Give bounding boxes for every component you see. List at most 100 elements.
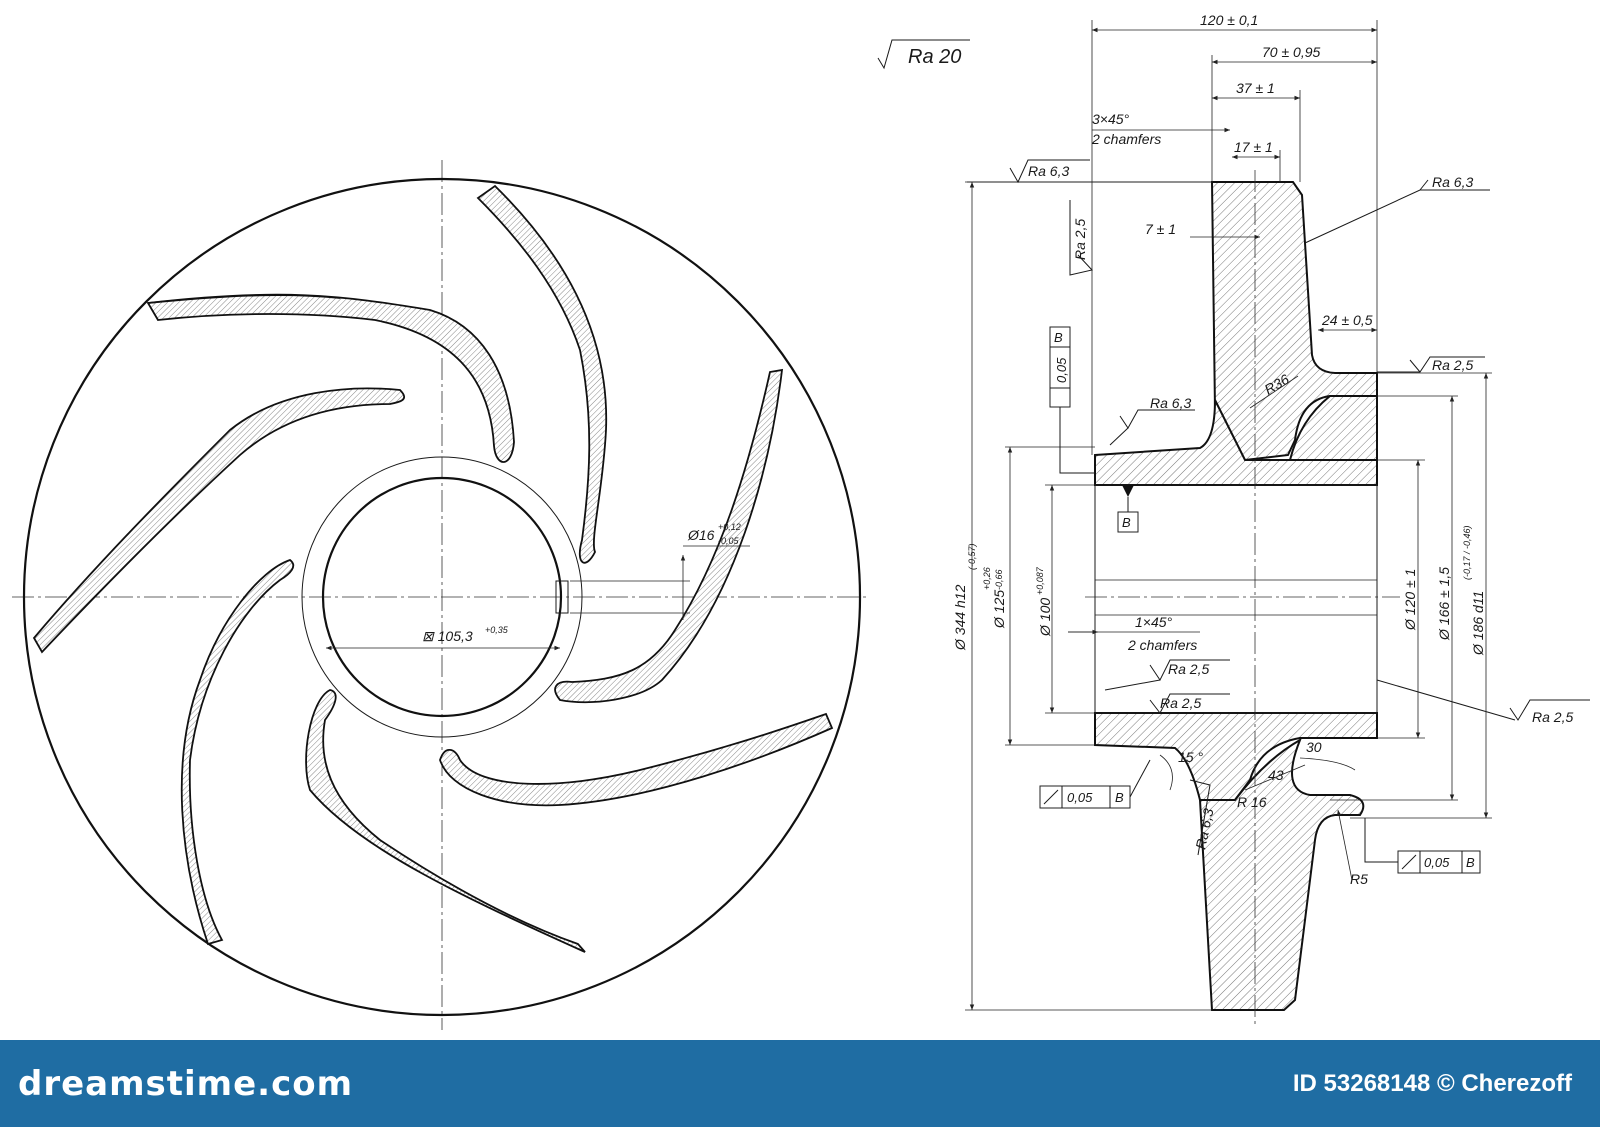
bore-circle — [321, 476, 563, 718]
blade — [147, 294, 341, 304]
roughness-symbol — [1069, 200, 1093, 276]
dim-186-tol: (-0,17 / -0,46) — [1462, 525, 1472, 580]
roughness-symbol — [1509, 699, 1590, 721]
dim-186-text: Ø 186 d11 — [1470, 591, 1486, 656]
bore — [1094, 484, 1378, 714]
angle-30: 30 — [1306, 739, 1322, 755]
dim-70-text: 70 ± 0,95 — [1262, 44, 1320, 60]
dim-166-text: Ø 166 ± 1,5 — [1436, 567, 1452, 641]
runout-symbol — [1043, 789, 1059, 805]
dim-344-text: Ø 344 h12 — [952, 584, 968, 651]
datum-b: B — [1117, 485, 1139, 533]
dim-344-tol: (-0,57) — [967, 543, 977, 570]
keyway-tol-upper: +0,12 — [718, 522, 741, 532]
tolerance-frame: B 0,05 — [1049, 326, 1095, 474]
footer-bar: dreamstime.com ID 53268148 © Cherezoff — [0, 1040, 1600, 1127]
ra25-right: Ra 2,5 — [1432, 357, 1473, 373]
section-lower-plate — [1198, 737, 1365, 1011]
blade — [439, 712, 834, 807]
roughness-symbol — [1189, 779, 1211, 856]
datum-triangle — [1122, 485, 1134, 497]
ra25-vertical: Ra 2,5 — [1072, 219, 1088, 260]
angle-30-arc — [1299, 757, 1356, 771]
chamfer-bot-1: 1×45° — [1135, 614, 1173, 630]
tol-frame-value: 0,05 — [1424, 855, 1450, 870]
roughness-symbol — [1009, 159, 1090, 184]
roughness-symbol — [1409, 356, 1485, 373]
dim-125-tol-u: +0,26 — [982, 567, 992, 590]
blade — [146, 293, 515, 463]
roughness-symbol — [1419, 179, 1429, 191]
blade — [554, 368, 784, 704]
tol-frame-value: 0,05 — [1067, 790, 1093, 805]
dim-125-text: Ø 125 — [991, 590, 1007, 629]
tol-frame-datum: B — [1466, 855, 1475, 870]
dim-7-text: 7 ± 1 — [1145, 221, 1176, 237]
engineering-drawing: Ø16 +0,12 -0,05 ⊠ 105,3 +0,35 Ra 20 120 … — [12, 12, 1590, 1030]
ra63-right: Ra 6,3 — [1432, 174, 1473, 190]
tol-frame-datum: B — [1115, 790, 1124, 805]
chamfer-top-1: 3×45° — [1092, 111, 1130, 127]
section-hub-top — [1094, 399, 1378, 486]
global-roughness: Ra 20 — [908, 46, 961, 68]
ra63-top: Ra 6,3 — [1028, 163, 1069, 179]
roughness-symbol — [877, 39, 970, 70]
roughness-leader — [1104, 679, 1161, 691]
tol-frame-leader — [1129, 759, 1151, 798]
ra25-bore2: Ra 2,5 — [1160, 695, 1201, 711]
tol-frame-leader — [1059, 407, 1095, 474]
angle-15: 15 ° — [1178, 749, 1203, 765]
keyway-tol-lower: -0,05 — [718, 536, 740, 546]
bore-tol: +0,35 — [485, 625, 509, 635]
dim-120-text: 120 ± 0,1 — [1200, 12, 1258, 28]
dim-24-text: 24 ± 0,5 — [1321, 312, 1373, 328]
tol-frame-value: 0,05 — [1054, 357, 1069, 383]
keyway-dim: Ø16 — [687, 527, 715, 543]
dim-37-text: 37 ± 1 — [1236, 80, 1275, 96]
impeller-blades — [32, 184, 834, 953]
bore-dim: ⊠ 105,3 — [422, 628, 473, 644]
dim-100-text: Ø 100 — [1037, 598, 1053, 637]
tolerance-frame: 0,05 B — [1364, 818, 1481, 874]
r16-text: R 16 — [1237, 794, 1267, 810]
roughness-symbol — [1149, 659, 1230, 681]
roughness-leader — [1376, 679, 1516, 721]
tol-frame-leader — [1364, 818, 1398, 863]
chamfer-bot-2: 2 chamfers — [1127, 637, 1197, 653]
blade — [32, 387, 405, 654]
roughness-symbol — [1119, 409, 1195, 429]
datum-label: B — [1122, 515, 1131, 530]
footer-credit: ID 53268148 © Cherezoff — [1292, 1070, 1572, 1097]
tolerance-frame: 0,05 B — [1039, 759, 1151, 809]
runout-symbol — [1401, 854, 1417, 870]
footer-brand[interactable]: dreamstime.com — [18, 1064, 354, 1104]
blade — [180, 558, 295, 946]
blade — [476, 184, 608, 564]
outer-rim — [22, 177, 862, 1017]
roughness-leader — [1109, 427, 1129, 446]
angle-15-arc — [1159, 754, 1173, 791]
dim-43 — [1244, 764, 1306, 791]
front-view: Ø16 +0,12 -0,05 ⊠ 105,3 +0,35 — [12, 160, 868, 1030]
dim-100-tol: +0,087 — [1035, 566, 1045, 595]
ra25-far: Ra 2,5 — [1532, 709, 1573, 725]
r5-text: R5 — [1350, 871, 1368, 887]
ra25-bore1: Ra 2,5 — [1168, 661, 1209, 677]
dim-120-dia-text: Ø 120 ± 1 — [1402, 569, 1418, 631]
blade — [305, 689, 586, 953]
dim-43-text: 43 — [1268, 767, 1284, 783]
section-hub-side — [1288, 395, 1378, 461]
hub-outer-circle — [301, 456, 583, 738]
chamfer-top-2: 2 chamfers — [1091, 131, 1161, 147]
dim-17-text: 17 ± 1 — [1234, 139, 1273, 155]
section-view: Ra 20 120 ± 0,1 70 ± 0,95 37 ± 1 17 ± 1 … — [877, 12, 1590, 1025]
roughness-symbol — [1149, 693, 1230, 714]
ra63-hub: Ra 6,3 — [1150, 395, 1191, 411]
tol-frame-datum: B — [1054, 330, 1063, 345]
r36-leader — [1249, 375, 1299, 409]
r5-leader — [1336, 809, 1353, 881]
roughness-leader — [1304, 189, 1490, 244]
section-hub-bottom — [1094, 712, 1378, 801]
datum-box — [1117, 511, 1139, 533]
dim-125-tol-l: -0,66 — [994, 569, 1004, 590]
